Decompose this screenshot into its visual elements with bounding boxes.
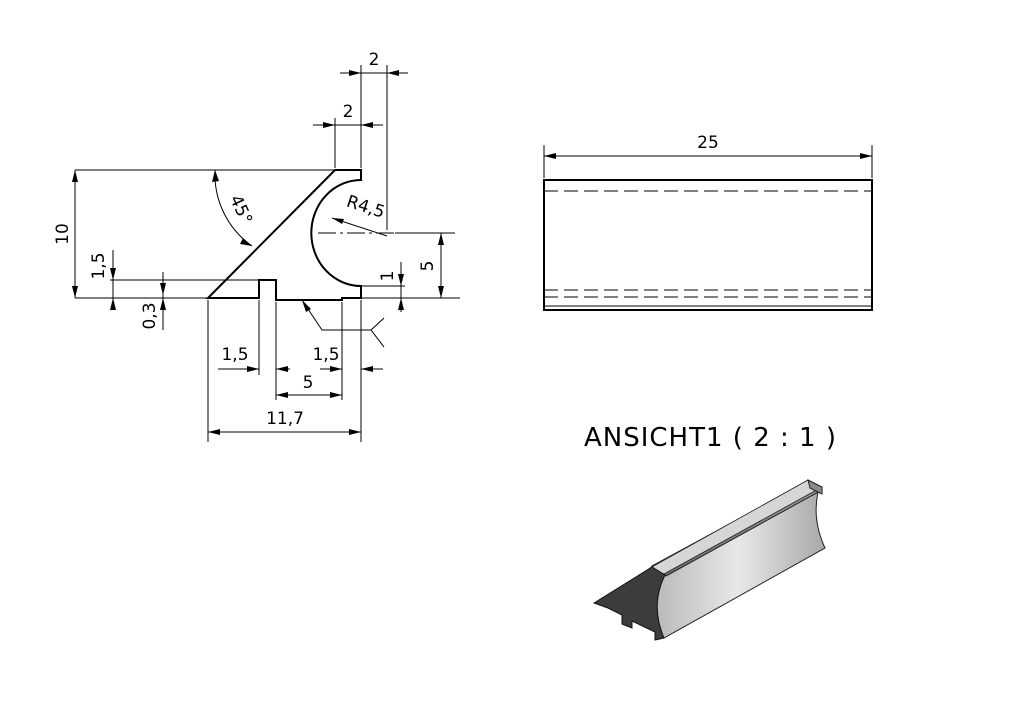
profile-view: 10 1,5 0,3 45° 2 2 R4,5 5 <box>53 50 460 442</box>
dim-bottom-total: 11,7 <box>266 409 304 429</box>
dim-groove-width-right: 1,5 <box>312 345 339 365</box>
dim-top-width-outer: 2 <box>369 50 380 70</box>
dim-height-arc: 5 <box>418 261 438 272</box>
side-view: 25 <box>543 133 873 311</box>
profile-outline <box>205 169 362 301</box>
side-view-outline <box>543 179 873 311</box>
dim-length: 25 <box>697 133 719 153</box>
dim-height-total: 10 <box>53 223 73 245</box>
view-label: ANSICHT1 ( 2 : 1 ) <box>584 423 837 453</box>
dim-height-groove: 1,5 <box>89 252 109 279</box>
dim-bottom-inner: 5 <box>303 373 314 393</box>
dim-groove-width-left: 1,5 <box>221 345 248 365</box>
dim-top-width-inner: 2 <box>343 102 354 122</box>
iso-front-face <box>592 566 666 641</box>
dim-height-lip: 0,3 <box>140 302 160 329</box>
dim-height-foot: 1 <box>378 271 398 282</box>
dim-radius: R4,5 <box>344 192 387 223</box>
iso-view <box>592 479 826 641</box>
